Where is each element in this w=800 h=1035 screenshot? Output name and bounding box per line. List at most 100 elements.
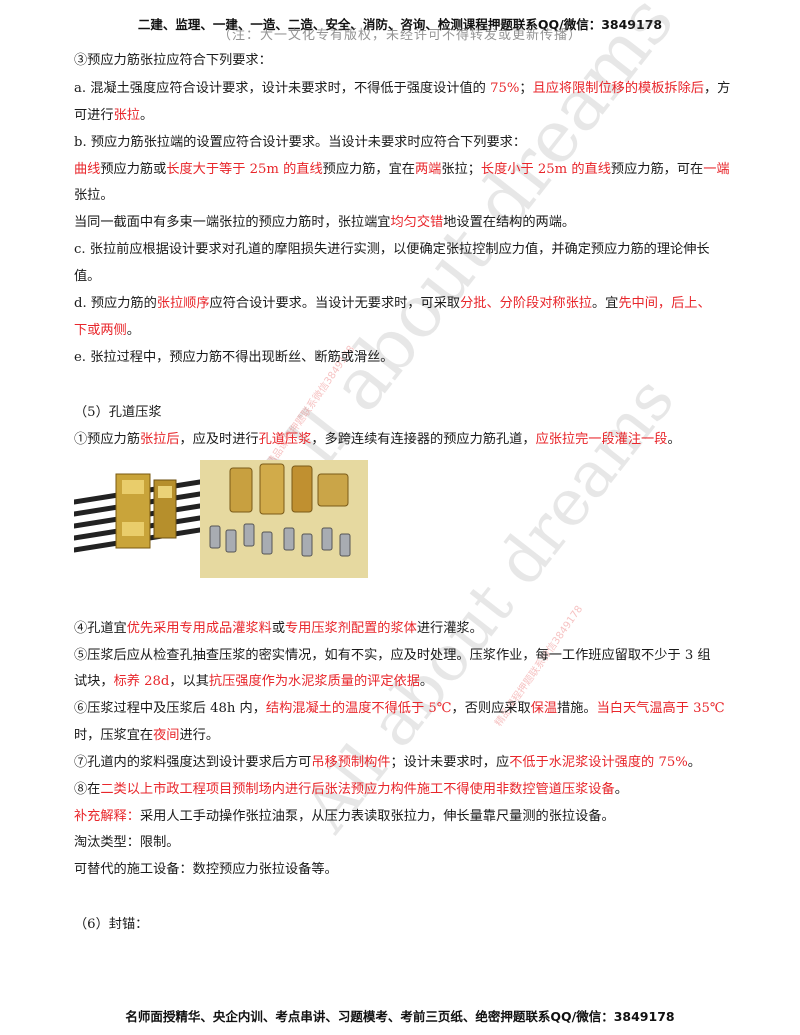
highlight-text: 一端	[703, 162, 730, 177]
text-span: 或	[271, 621, 285, 636]
highlight-text: 长度小于 25m 的直线	[480, 162, 611, 177]
text-span: ③预应力筋张拉应符合下列要求：	[74, 53, 272, 68]
text-span: 值。	[74, 269, 101, 284]
text-span: ；设计未要求时，应	[390, 755, 510, 770]
text-span: 预应力筋，可在	[610, 162, 704, 177]
page-footer: 名师面授精华、央企内训、考点串讲、习题模考、考前三页纸、绝密押题联系QQ/微信：…	[125, 1009, 675, 1024]
text-span: 试块，	[74, 674, 114, 689]
highlight-text: 75%	[490, 81, 520, 96]
text-span: 。	[614, 782, 628, 797]
text-span: （5）孔道压浆	[74, 405, 162, 420]
highlight-text: 二类以上市政工程项目预制场内进行后张法预应力构件施工不得使用非数控管道压浆设备	[100, 782, 615, 797]
text-span: ，否则应采取	[451, 701, 531, 716]
highlight-text: 应张拉完一段灌注一段	[535, 432, 668, 447]
text-line: ⑧在二类以上市政工程项目预制场内进行后张法预应力构件施工不得使用非数控管道压浆设…	[74, 781, 628, 799]
text-span: 。宜	[591, 296, 619, 311]
text-line: （6）封锚：	[74, 916, 148, 934]
text-line: 张拉。	[74, 187, 114, 205]
text-span: 。	[126, 323, 140, 338]
text-line: 补充解释：采用人工手动操作张拉油泵，从压力表读取张拉力，伸长量靠尺量测的张拉设备…	[74, 808, 615, 826]
highlight-text: 补充解释：	[74, 809, 140, 824]
anchor-photo	[71, 462, 203, 574]
text-line: 淘汰类型：限制。	[74, 834, 180, 852]
text-span: ⑥压浆过程中及压浆后 48h 内，	[74, 701, 266, 716]
text-line: 可进行张拉。	[74, 107, 153, 125]
text-span: ⑦孔道内的浆料强度达到设计要求后方可	[74, 755, 312, 770]
text-span: 可进行	[74, 108, 114, 123]
highlight-text: 结构混凝土的温度不得低于 5℃	[265, 701, 452, 716]
highlight-text: 专用压浆剂配置的浆体	[285, 621, 417, 636]
highlight-text: 两端	[414, 162, 442, 177]
text-line: 时，压浆宜在夜间进行。	[74, 727, 219, 745]
text-span: 进行灌浆。	[416, 621, 483, 636]
highlight-text: 夜间	[153, 728, 180, 743]
text-span: d. 预应力筋的	[74, 296, 157, 311]
text-line: b. 预应力筋张拉端的设置应符合设计要求。当设计未要求时应符合下列要求：	[74, 134, 526, 152]
text-span: ，以其	[169, 674, 209, 689]
text-line: 下或两侧。	[74, 322, 140, 340]
text-line: 试块，标养 28d，以其抗压强度作为水泥浆质量的评定依据。	[74, 673, 433, 691]
text-span: 当同一截面中有多束一端张拉的预应力筋时，张拉端宜	[74, 215, 391, 230]
text-line: ⑤压浆后应从检查孔抽查压浆的密实情况，如有不实，应及时处理。压浆作业，每一工作班…	[74, 647, 711, 665]
highlight-text: 曲线	[74, 162, 101, 177]
text-span: c. 张拉前应根据设计要求对孔道的摩阻损失进行实测，以便确定张拉控制应力值，并确…	[74, 242, 710, 257]
highlight-text: 吊移预制构件	[311, 755, 391, 770]
anchorage-parts-photo	[200, 460, 368, 578]
text-span: 地设置在结构的两端。	[443, 215, 576, 230]
text-line: a. 混凝土强度应符合设计要求，设计未要求时，不得低于强度设计值的 75%；且应…	[74, 80, 730, 98]
highlight-text: 均匀交错	[390, 215, 444, 230]
text-line: 曲线预应力筋或长度大于等于 25m 的直线预应力筋，宜在两端张拉；长度小于 25…	[74, 161, 730, 179]
text-span: a. 混凝土强度应符合设计要求，设计未要求时，不得低于强度设计值的	[74, 81, 491, 96]
text-span: 张拉。	[74, 188, 114, 203]
text-span: ，多跨连续有连接器的预应力筋孔道，	[311, 432, 536, 447]
highlight-text: 长度大于等于 25m 的直线	[166, 162, 323, 177]
header-copyright-note: （注：大一文化专有版权，未经许可不得转发或更新传播）	[217, 28, 582, 43]
text-span: 进行。	[179, 728, 220, 743]
text-span: 应符合设计要求。当设计无要求时，可采取	[209, 296, 461, 311]
text-line: ③预应力筋张拉应符合下列要求：	[74, 52, 272, 70]
text-span: ⑧在	[74, 782, 101, 797]
text-line: ①预应力筋张拉后，应及时进行孔道压浆，多跨连续有连接器的预应力筋孔道，应张拉完一…	[74, 431, 681, 449]
text-line: c. 张拉前应根据设计要求对孔道的摩阻损失进行实测，以便确定张拉控制应力值，并确…	[74, 241, 710, 259]
text-line: 可替代的施工设备：数控预应力张拉设备等。	[74, 861, 338, 879]
highlight-text: 抗压强度作为水泥浆质量的评定依据	[208, 674, 420, 689]
text-line: （5）孔道压浆	[74, 404, 162, 422]
text-span: b. 预应力筋张拉端的设置应符合设计要求。当设计未要求时应符合下列要求：	[74, 135, 527, 150]
text-line: 当同一截面中有多束一端张拉的预应力筋时，张拉端宜均匀交错地设置在结构的两端。	[74, 214, 575, 232]
text-span: 。	[687, 755, 701, 770]
text-span: 。	[139, 108, 154, 123]
text-line: ⑥压浆过程中及压浆后 48h 内，结构混凝土的温度不得低于 5℃，否则应采取保温…	[74, 700, 725, 718]
text-span: 预应力筋，宜在	[322, 162, 415, 177]
text-span: 时，压浆宜在	[74, 728, 154, 743]
highlight-text: 孔道压浆	[258, 432, 312, 447]
text-span: （6）封锚：	[74, 917, 149, 932]
text-line: 值。	[74, 268, 100, 286]
text-span: ⑤压浆后应从检查孔抽查压浆的密实情况，如有不实，应及时处理。压浆作业，每一工作班…	[74, 648, 711, 663]
text-span: 。	[419, 674, 434, 689]
text-span: ；	[519, 81, 533, 96]
highlight-text: 当白天气温高于 35℃	[596, 701, 725, 716]
header-title: 二建、监理、一建、一造、二造、安全、消防、咨询、检测课程押题联系QQ/微信：38…	[137, 17, 663, 32]
text-line: ④孔道宜优先采用专用成品灌浆料或专用压浆剂配置的浆体进行灌浆。	[74, 620, 483, 638]
text-span: ①预应力筋	[74, 432, 140, 447]
text-span: 淘汰类型：限制。	[74, 835, 180, 850]
highlight-text: 不低于水泥浆设计强度的 75%	[509, 755, 688, 770]
highlight-text: 优先采用专用成品灌浆料	[126, 621, 272, 636]
highlight-text: 标养 28d	[113, 674, 170, 689]
text-span: 采用人工手动操作张拉油泵，从压力表读取张拉力，伸长量靠尺量测的张拉设备。	[139, 809, 615, 824]
text-span: ，方	[704, 81, 731, 96]
highlight-text: 张拉顺序	[156, 296, 210, 311]
page-header: 二建、监理、一建、一造、二造、安全、消防、咨询、检测课程押题联系QQ/微信：38…	[0, 14, 800, 43]
highlight-text: 分批、分阶段对称张拉	[460, 296, 592, 311]
text-line: e. 张拉过程中，预应力筋不得出现断丝、断筋或滑丝。	[74, 349, 394, 367]
highlight-text: 张拉	[113, 108, 140, 123]
text-span: 。	[667, 432, 681, 447]
text-span: 可替代的施工设备：数控预应力张拉设备等。	[74, 862, 338, 877]
text-span: 张拉；	[441, 162, 481, 177]
text-span: ④孔道宜	[74, 621, 127, 636]
text-line: d. 预应力筋的张拉顺序应符合设计要求。当设计无要求时，可采取分批、分阶段对称张…	[74, 295, 711, 313]
text-span: e. 张拉过程中，预应力筋不得出现断丝、断筋或滑丝。	[74, 350, 394, 365]
text-span: ，应及时进行	[179, 432, 259, 447]
highlight-text: 保温	[530, 701, 558, 716]
text-line: ⑦孔道内的浆料强度达到设计要求后方可吊移预制构件；设计未要求时，应不低于水泥浆设…	[74, 754, 701, 772]
